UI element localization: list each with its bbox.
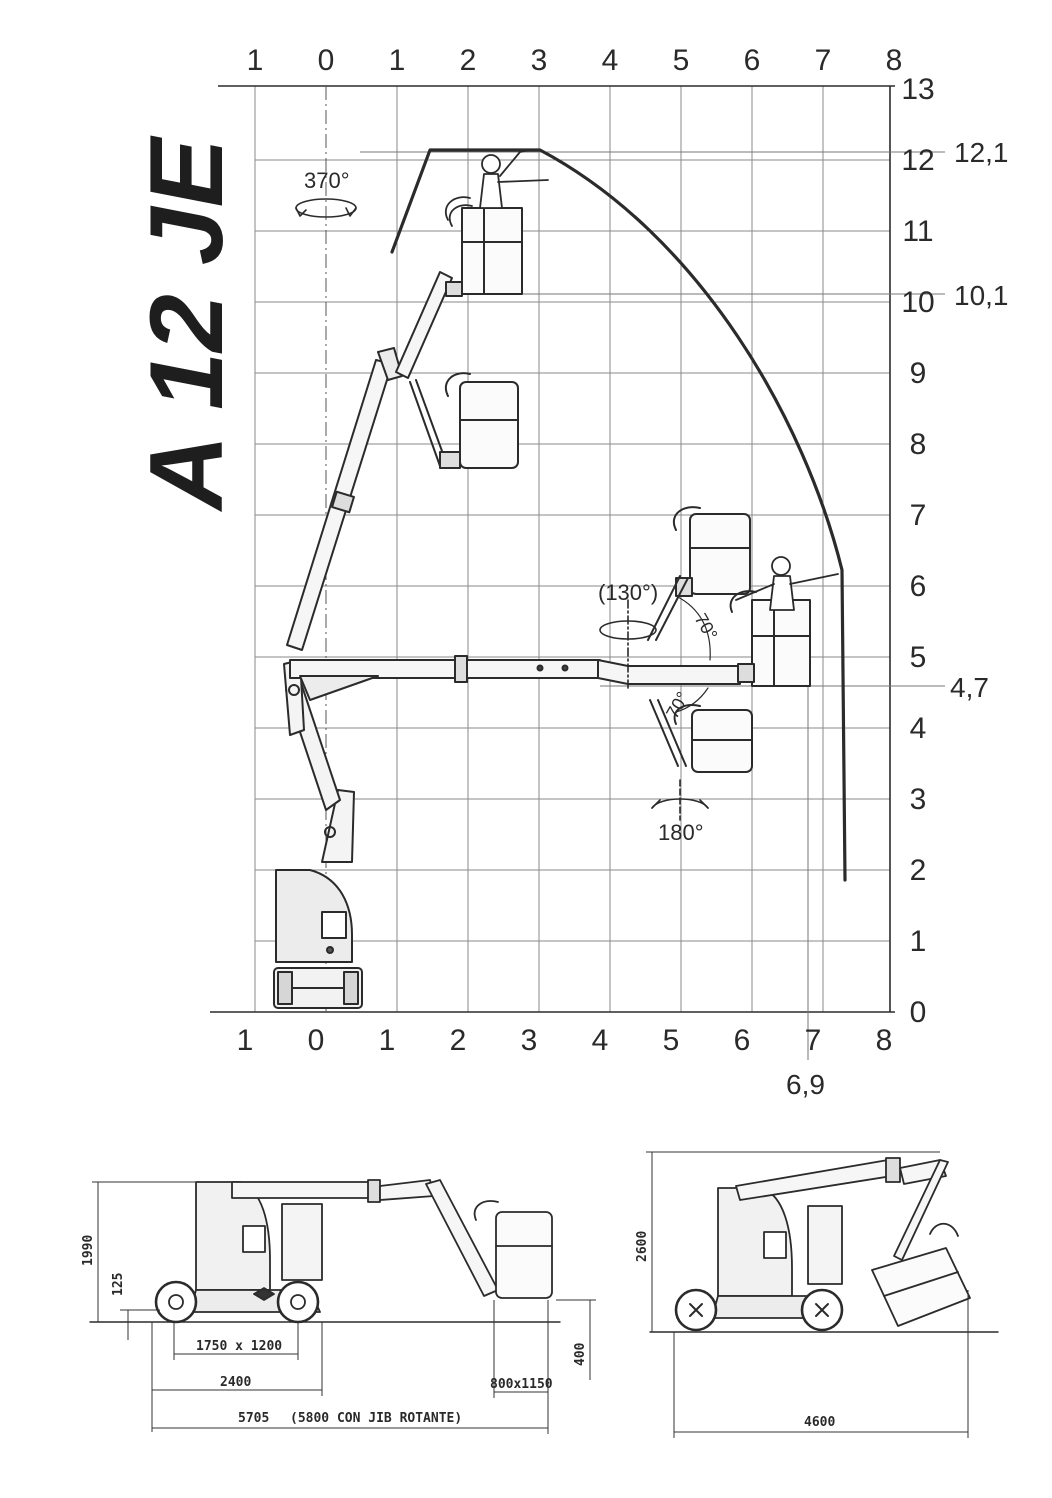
x-tick-bottom-1: 0 bbox=[308, 1024, 325, 1057]
y-tick-10: 10 bbox=[901, 286, 934, 319]
platform-jib-down bbox=[649, 699, 753, 773]
rotation-basket-label: 180° bbox=[658, 820, 704, 845]
stowed-basket-size: 800x1150 bbox=[490, 1377, 553, 1392]
stowed-width-chassis: 2400 bbox=[220, 1375, 251, 1390]
outreach-height-label: 4,7 bbox=[950, 672, 989, 703]
jib-angle-arc-down bbox=[675, 687, 709, 713]
model-title: A 12 JE bbox=[129, 135, 245, 513]
y-tick-2: 2 bbox=[910, 854, 927, 887]
x-tick-top-9: 8 bbox=[886, 44, 903, 77]
y-tick-6: 6 bbox=[910, 570, 927, 603]
operator-figure-top bbox=[445, 149, 549, 227]
x-tick-bottom-2: 1 bbox=[379, 1024, 396, 1057]
stowed-ground-clearance: 125 bbox=[111, 1273, 126, 1296]
platform-horizontal bbox=[729, 590, 811, 687]
x-tick-bottom-0: 1 bbox=[237, 1024, 254, 1057]
jib-angle-arc-up bbox=[675, 595, 711, 661]
x-tick-bottom-9: 8 bbox=[876, 1024, 893, 1057]
x-tick-top-2: 1 bbox=[389, 44, 406, 77]
reach-grid bbox=[254, 86, 890, 1012]
y-tick-13: 13 bbox=[901, 73, 934, 106]
y-tick-12: 12 bbox=[901, 144, 934, 177]
x-tick-top-8: 7 bbox=[815, 44, 832, 77]
max-outreach-label: 6,9 bbox=[786, 1069, 825, 1100]
x-tick-bottom-8: 7 bbox=[805, 1024, 822, 1057]
stowed-length-overall: 5705 bbox=[238, 1411, 269, 1426]
platform-folded bbox=[439, 372, 519, 469]
rotation-jib-label: (130°) bbox=[598, 580, 658, 605]
stowed-basket-height: 400 bbox=[573, 1342, 588, 1366]
x-tick-bottom-5: 4 bbox=[592, 1024, 609, 1057]
transport-length-overall: 4600 bbox=[804, 1415, 835, 1430]
rotation-arrow-basket bbox=[651, 779, 709, 821]
transport-height-overall: 2600 bbox=[635, 1231, 650, 1262]
y-tick-9: 9 bbox=[910, 357, 927, 390]
y-tick-7: 7 bbox=[910, 499, 927, 532]
x-tick-top-5: 4 bbox=[602, 44, 619, 77]
y-tick-8: 8 bbox=[910, 428, 927, 461]
platform-jib-up bbox=[647, 506, 751, 641]
x-tick-top-6: 5 bbox=[673, 44, 690, 77]
rotation-arrow-jib bbox=[599, 599, 657, 691]
y-tick-4: 4 bbox=[910, 712, 927, 745]
jib-angle-up-label: 70° bbox=[691, 610, 722, 644]
x-tick-bottom-7: 6 bbox=[734, 1024, 751, 1057]
y-tick-5: 5 bbox=[910, 641, 927, 674]
x-tick-bottom-4: 3 bbox=[521, 1024, 538, 1057]
transport-machine bbox=[649, 1157, 999, 1333]
x-tick-top-0: 1 bbox=[247, 44, 264, 77]
x-ticks-bottom: 1 0 1 2 3 4 5 6 7 8 bbox=[237, 1024, 893, 1057]
stowed-machine bbox=[89, 1179, 561, 1324]
stowed-dimension-lines bbox=[92, 1181, 596, 1434]
operator-figure-horizontal bbox=[735, 556, 839, 611]
y-tick-3: 3 bbox=[910, 783, 927, 816]
y-tick-0: 0 bbox=[910, 996, 927, 1029]
main-boom-raised bbox=[286, 271, 453, 651]
stowed-height-overall: 1990 bbox=[81, 1235, 96, 1266]
rotation-arrow-turret bbox=[295, 198, 357, 218]
rotation-turret-label: 370° bbox=[304, 168, 350, 193]
x-tick-bottom-6: 5 bbox=[663, 1024, 680, 1057]
x-tick-top-4: 3 bbox=[531, 44, 548, 77]
platform-top bbox=[445, 207, 523, 297]
main-boom-horizontal bbox=[289, 655, 741, 701]
x-tick-top-3: 2 bbox=[460, 44, 477, 77]
working-envelope bbox=[390, 148, 847, 882]
y-tick-11: 11 bbox=[902, 215, 933, 248]
jib-angle-down-label: 70° bbox=[662, 688, 693, 722]
y-tick-1: 1 bbox=[910, 925, 927, 958]
x-tick-top-1: 0 bbox=[318, 44, 335, 77]
x-tick-bottom-3: 2 bbox=[450, 1024, 467, 1057]
platform-height-label: 10,1 bbox=[954, 280, 1009, 311]
stowed-wheelbase-track: 1750 x 1200 bbox=[196, 1339, 282, 1354]
stowed-length-note: (5800 CON JIB ROTANTE) bbox=[290, 1411, 462, 1426]
transport-dimension-lines bbox=[646, 1151, 969, 1438]
lower-boom bbox=[283, 659, 355, 863]
max-height-label: 12,1 bbox=[954, 137, 1009, 168]
machine-chassis bbox=[273, 869, 363, 1009]
x-tick-top-7: 6 bbox=[744, 44, 761, 77]
x-ticks-top: 1 0 1 2 3 4 5 6 7 8 bbox=[247, 44, 903, 77]
